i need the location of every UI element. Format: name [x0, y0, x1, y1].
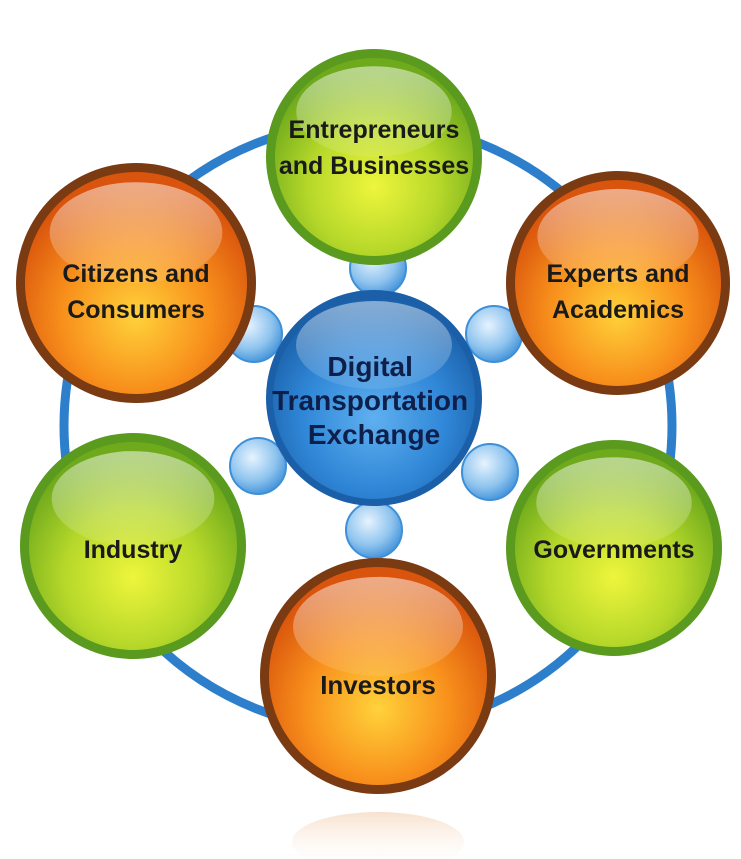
node-investors: Investors	[260, 558, 496, 794]
node-citizens-gloss	[49, 182, 223, 283]
node-industry-label: Industry	[84, 536, 183, 564]
node-entrepreneurs: Entrepreneurs and Businesses	[266, 49, 482, 265]
center-hub-line-3: Exchange	[308, 419, 440, 450]
center-hub-gloss	[296, 301, 452, 389]
node-experts-line-1: Experts and	[546, 260, 689, 288]
investors-reflection	[292, 812, 464, 859]
node-governments-line-1: Governments	[533, 536, 694, 564]
center-hub: Digital Transportation Exchange	[266, 290, 482, 506]
node-investors-line-1: Investors	[320, 670, 436, 700]
node-industry: Industry	[20, 433, 246, 659]
node-industry-gloss	[51, 451, 215, 546]
center-hub-label: Digital Transportation Exchange	[272, 351, 476, 450]
node-citizens-line-1: Citizens and	[62, 260, 209, 288]
node-investors-gloss	[293, 576, 463, 676]
connector-knobs	[225, 239, 523, 559]
node-governments-label: Governments	[533, 536, 694, 564]
node-governments-gloss	[536, 457, 692, 548]
center-hub-line-2: Transportation	[272, 385, 468, 416]
connector-knob-5	[229, 437, 287, 495]
node-experts-line-2: Academics	[552, 296, 684, 324]
node-entrepreneurs-line-2: and Businesses	[279, 152, 469, 180]
node-entrepreneurs-label: Entrepreneurs and Businesses	[279, 116, 469, 180]
node-industry-line-1: Industry	[84, 536, 183, 564]
node-experts-gloss	[537, 188, 699, 283]
node-citizens-line-2: Consumers	[67, 296, 205, 324]
connector-knob-3	[461, 443, 519, 501]
center-hub-line-1: Digital	[327, 351, 413, 382]
node-entrepreneurs-gloss	[296, 66, 452, 157]
node-investors-label: Investors	[320, 670, 436, 700]
node-governments: Governments	[506, 440, 722, 656]
connector-knob-4	[345, 501, 403, 559]
node-entrepreneurs-line-1: Entrepreneurs	[289, 116, 460, 144]
